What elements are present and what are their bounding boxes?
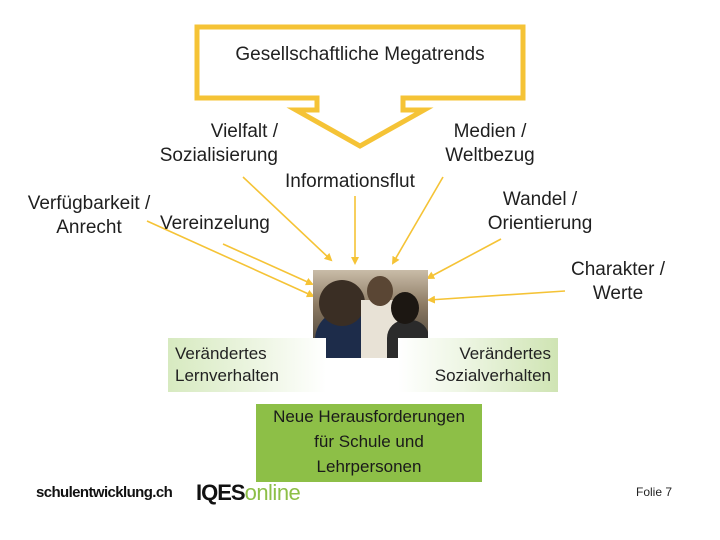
trend-medien: Medien / Weltbezug — [420, 120, 560, 168]
iqes-logo-accent: online — [245, 480, 301, 505]
lernverhalten-line1: Verändertes — [175, 343, 279, 365]
schulentwicklung-logo: schulentwicklung.ch — [36, 484, 172, 501]
trend-verfuegbarkeit-line2: Anrecht — [16, 216, 162, 240]
herausforderungen-line2: für Schule und — [256, 429, 482, 454]
trend-wandel-line2: Orientierung — [470, 212, 610, 236]
trend-vielfalt-line1: Vielfalt / — [130, 120, 278, 144]
arrow-vereinzelung — [223, 244, 312, 284]
trend-charakter: Charakter / Werte — [548, 258, 688, 306]
trend-verfuegbarkeit-line1: Verfügbarkeit / — [16, 192, 162, 216]
sozialverhalten-text: Verändertes Sozialverhalten — [398, 343, 551, 387]
trend-medien-line2: Weltbezug — [420, 144, 560, 168]
iqes-logo-main: IQES — [196, 480, 245, 505]
trend-medien-line1: Medien / — [420, 120, 560, 144]
trend-verfuegbarkeit: Verfügbarkeit / Anrecht — [16, 192, 162, 240]
trend-informationsflut: Informationsflut — [285, 170, 415, 194]
trend-charakter-line1: Charakter / — [548, 258, 688, 282]
slide-number: Folie 7 — [636, 485, 672, 499]
schulentwicklung-logo-tld: .ch — [152, 484, 172, 501]
sozialverhalten-line2: Sozialverhalten — [398, 365, 551, 387]
arrow-charakter — [429, 291, 565, 300]
trend-charakter-line2: Werte — [548, 282, 688, 306]
trend-vielfalt: Vielfalt / Sozialisierung — [130, 120, 278, 168]
trend-wandel-line1: Wandel / — [470, 188, 610, 212]
herausforderungen-text: Neue Herausforderungen für Schule und Le… — [256, 404, 482, 479]
herausforderungen-line3: Lehrpersonen — [256, 454, 482, 479]
herausforderungen-line1: Neue Herausforderungen — [256, 404, 482, 429]
lernverhalten-line2: Lernverhalten — [175, 365, 279, 387]
trend-vereinzelung: Vereinzelung — [160, 212, 270, 236]
arrow-wandel — [428, 239, 501, 278]
trend-wandel: Wandel / Orientierung — [470, 188, 610, 236]
lernverhalten-text: Verändertes Lernverhalten — [175, 343, 279, 387]
trend-vielfalt-line2: Sozialisierung — [130, 144, 278, 168]
schulentwicklung-logo-main: schulentwicklung — [36, 484, 152, 501]
sozialverhalten-line1: Verändertes — [398, 343, 551, 365]
iqes-logo: IQESonline — [196, 480, 300, 506]
